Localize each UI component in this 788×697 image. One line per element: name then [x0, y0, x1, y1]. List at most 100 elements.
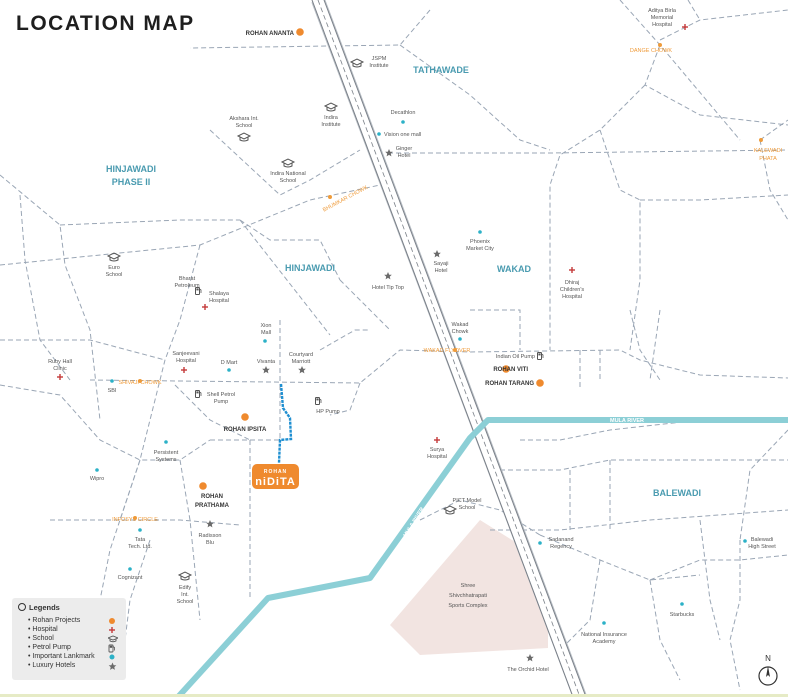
chowk-shivaji: SHIVAJI CHOWK — [119, 380, 162, 386]
star-icon — [298, 366, 306, 374]
project-nidita-top: ROHAN — [264, 469, 287, 475]
hospital-icon — [181, 367, 187, 373]
legend-ring-icon — [18, 603, 26, 611]
place-wakad-chowk-line2: Chowk — [452, 329, 469, 335]
sports-complex-area — [390, 520, 548, 655]
place-hp: HP Pump — [316, 409, 339, 415]
school-icon — [350, 58, 364, 68]
hospital-icon — [57, 374, 63, 380]
place-vision-one: Vision one mall — [384, 132, 421, 138]
project-ipsita-dot[interactable] — [241, 413, 249, 421]
place-euro: Euro — [108, 265, 120, 271]
landmark-icon — [377, 132, 381, 136]
red-cross-icon — [109, 627, 115, 633]
place-ginger-line2: Hotel — [398, 153, 411, 159]
place-indian-oil: Indian Oil Pump — [496, 354, 535, 360]
school-icon — [324, 102, 338, 112]
place-akshara-line2: School — [236, 123, 253, 129]
place-sports-line3: Sports Complex — [448, 603, 487, 609]
project-nidita-badge[interactable]: ROHAN niDiTA — [252, 464, 299, 489]
star-icon — [262, 366, 270, 374]
legend-item-label: School — [32, 635, 54, 642]
project-tarang-label: ROHAN TARANG — [485, 381, 534, 387]
chowk-kalewadi-line2: PHATA — [759, 156, 777, 162]
place-tata: Tata — [135, 537, 146, 543]
star-icon — [108, 662, 117, 670]
legend-item: • School — [28, 635, 118, 643]
chowk-markers — [133, 43, 763, 520]
place-sports: Shree — [461, 583, 476, 589]
place-tiptop: Hotel Tip Top — [372, 285, 404, 291]
fuel-pump-icon — [108, 644, 115, 653]
place-xion-line2: Mall — [261, 330, 271, 336]
chowk-bhumkar: BHUMKAR CHOWK — [322, 185, 369, 214]
place-phoenix-line2: Market City — [466, 246, 494, 252]
place-dmart: D Mart — [221, 360, 238, 366]
place-sayaji: Sayaji — [434, 261, 449, 267]
star-icon — [385, 149, 393, 157]
project-viti-label: ROHAN VITI — [493, 367, 528, 373]
place-surya-line2: Hospital — [427, 454, 447, 460]
project-prathama-dot[interactable] — [199, 482, 207, 490]
place-radisson-line2: Blu — [206, 540, 214, 546]
place-indira-inst-line2: Institute — [321, 122, 340, 128]
place-aditya: Aditya Birla — [648, 8, 677, 14]
place-wakad-chowk: Wakad — [452, 322, 469, 328]
school-icon — [281, 158, 295, 168]
place-aditya-line2: Memorial — [651, 15, 674, 21]
hospital-icon — [202, 304, 208, 310]
area-wakad: WAKAD — [497, 264, 531, 274]
place-ruby-line2: Clinic — [53, 366, 67, 372]
star-icon — [526, 654, 534, 662]
place-cognizant: Cognizant — [118, 575, 143, 581]
landmark-icon — [110, 379, 114, 383]
legend-item: • Rohan Projects — [28, 617, 118, 624]
place-sayaji-line2: Hotel — [435, 268, 448, 274]
place-indira-inst: Indira — [324, 115, 339, 121]
legend-item-label: Luxury Hotels — [32, 662, 76, 669]
hospital-icon — [569, 267, 575, 273]
place-shell: Shell Petrol — [207, 392, 235, 398]
place-balewadi-hs: Balewadi — [751, 537, 773, 543]
school-cap-icon — [108, 635, 118, 643]
project-prathama-label: ROHAN — [201, 494, 223, 500]
highway — [311, 0, 587, 697]
bottom-strip — [0, 694, 788, 697]
landmark-icon — [164, 440, 168, 444]
project-ipsita-label: ROHAN IPSITA — [224, 427, 267, 433]
legend-item-label: Petrol Pump — [32, 644, 71, 651]
place-courtyard: Courtyard — [289, 352, 313, 358]
mula-river — [175, 417, 788, 697]
legend-item: • Luxury Hotels — [28, 662, 118, 670]
fuel-pump-icon — [195, 390, 202, 398]
area-hinjawadi-phase2-line2: PHASE II — [112, 177, 151, 187]
fuel-pump-icon — [537, 352, 544, 360]
place-jspm-line2: Institute — [369, 63, 388, 69]
teal-dot-icon — [109, 654, 115, 660]
project-tarang-dot[interactable] — [536, 379, 544, 387]
place-pict-line2: School — [459, 505, 476, 511]
chowk-wakad-flyover: WAKAD FLYOVER — [424, 348, 471, 354]
legend-item-label: Rohan Projects — [32, 617, 81, 624]
landmark-icon — [128, 567, 132, 571]
place-surya: Surya — [430, 447, 445, 453]
place-vivanta: Vivanta — [257, 359, 276, 365]
place-persistent-line2: Systems — [155, 457, 176, 463]
landmark-icon — [95, 468, 99, 472]
place-pict: PICT Model — [453, 498, 482, 504]
legend-item: • Petrol Pump — [28, 644, 118, 653]
landmark-icon — [458, 337, 462, 341]
place-decathlon: Decathlon — [391, 110, 416, 116]
project-ananta-dot[interactable] — [296, 28, 304, 36]
place-nia-line2: Academy — [593, 639, 616, 645]
landmark-icon — [602, 621, 606, 625]
project-viti-dot[interactable] — [502, 365, 510, 373]
place-indira-nat: Indira National — [270, 171, 305, 177]
landmark-icon — [138, 528, 142, 532]
place-persistent: Persistent — [154, 450, 179, 456]
place-sadanand: Sadanand — [548, 537, 573, 543]
star-icon — [433, 250, 441, 258]
place-aditya-line3: Hospital — [652, 22, 672, 28]
place-balewadi-hs-line2: High Street — [748, 544, 776, 550]
